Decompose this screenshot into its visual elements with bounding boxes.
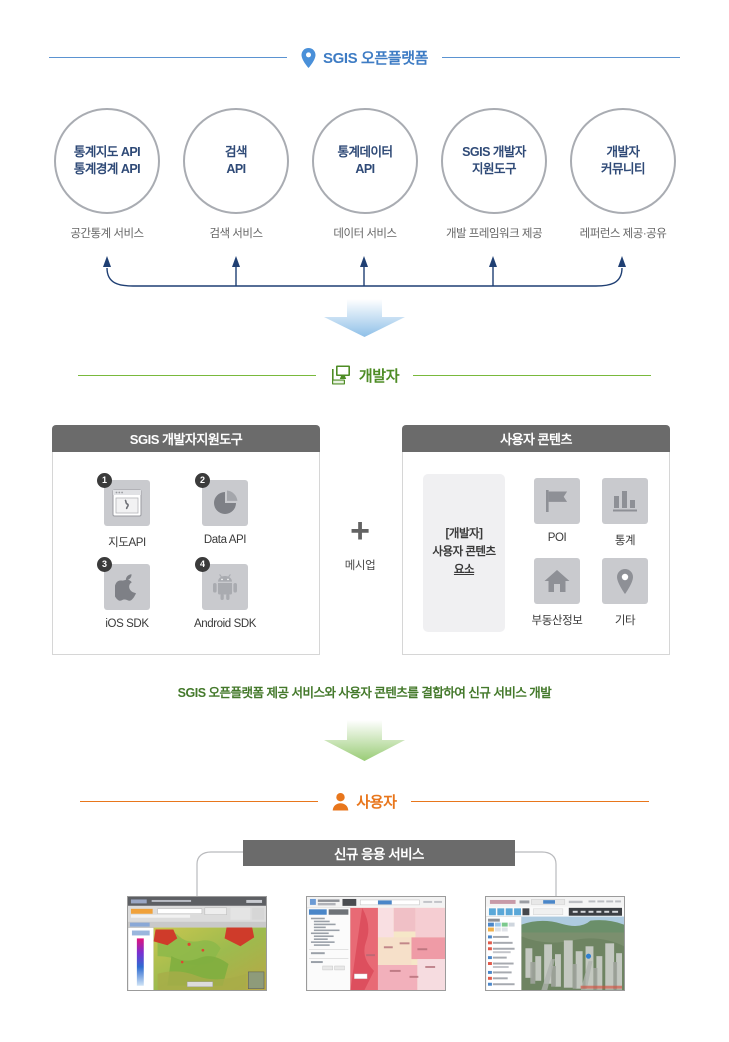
- combination-note: SGIS 오픈플랫폼 제공 서비스와 사용자 콘텐츠를 결합하여 신규 서비스 …: [177, 686, 552, 700]
- home-icon: [534, 558, 580, 604]
- service-circle-row: 통계지도 API 통계경계 API 공간통계 서비스 검색 API 검색 서비스…: [0, 108, 729, 258]
- developer-content-element-box: [개발자] 사용자 콘텐츠 요소: [423, 474, 505, 632]
- pie-chart-icon: 2: [195, 473, 248, 526]
- circle-outline-4: 개발자 커뮤니티: [570, 108, 676, 214]
- computer-desktop-icon: [330, 364, 352, 386]
- service-circle-2[interactable]: 통계데이터 API 데이터 서비스: [307, 108, 423, 241]
- content-tile-2[interactable]: 부동산정보: [519, 558, 595, 628]
- circle-caption-4: 레퍼런스 제공·공유: [579, 228, 667, 240]
- user-content-panel-title: 사용자 콘텐츠: [402, 425, 670, 452]
- map-window-icon: 1: [97, 473, 150, 526]
- devtool-tile-3[interactable]: 4 Android SDK: [187, 557, 263, 630]
- flow-arrow-blue: [322, 297, 407, 344]
- location-marker-icon: [602, 558, 648, 604]
- person-icon: [332, 792, 349, 811]
- circle-outline-0: 통계지도 API 통계경계 API: [54, 108, 160, 214]
- devtools-panel-title: SGIS 개발자지원도구: [52, 425, 320, 452]
- devtool-tile-2[interactable]: 3 iOS SDK: [89, 557, 165, 630]
- section-label-user: 사용자: [356, 794, 397, 811]
- user-content-panel: 사용자 콘텐츠 [개발자] 사용자 콘텐츠 요소 POI: [402, 425, 670, 655]
- new-service-connector: [0, 840, 729, 910]
- thematic-map-app-screenshot[interactable]: [127, 896, 267, 991]
- devtool-tile-1[interactable]: 2 Data API: [187, 473, 263, 546]
- content-tile-3[interactable]: 기타: [587, 558, 663, 628]
- three-d-city-view-app-screenshot[interactable]: [485, 896, 625, 991]
- content-tile-0[interactable]: POI: [519, 478, 595, 544]
- header-center-user: 사용자: [318, 791, 410, 812]
- service-circle-0[interactable]: 통계지도 API 통계경계 API 공간통계 서비스: [49, 108, 165, 241]
- plus-icon: +: [350, 512, 370, 550]
- section-label-platform: SGIS 오픈플랫폼: [322, 50, 428, 67]
- map-pin-icon: [301, 47, 316, 68]
- header-rule-right-user: [410, 801, 649, 802]
- tile-badge-3: 3: [97, 557, 112, 572]
- devtool-label-3: Android SDK: [193, 618, 257, 630]
- devtools-panel: SGIS 개발자지원도구 1 지도API 2: [52, 425, 320, 655]
- header-rule-left-user: [80, 801, 319, 802]
- tile-badge-2: 2: [195, 473, 210, 488]
- developer-content-element-text: [개발자] 사용자 콘텐츠 요소: [432, 528, 496, 576]
- header-rule-left: [48, 57, 287, 58]
- circle-text-3: SGIS 개발자 지원도구: [462, 145, 526, 176]
- circle-outline-2: 통계데이터 API: [312, 108, 418, 214]
- circle-caption-1: 검색 서비스: [209, 228, 263, 240]
- circle-outline-1: 검색 API: [183, 108, 289, 214]
- header-rule-right-dev: [413, 374, 652, 376]
- tile-badge-4: 4: [195, 557, 210, 572]
- content-label-1: 통계: [614, 535, 636, 547]
- devtool-tile-0[interactable]: 1 지도API: [89, 473, 165, 550]
- section-header-developer: 개발자: [0, 364, 729, 386]
- circle-caption-3: 개발 프레임워크 제공: [445, 228, 543, 240]
- service-circle-3[interactable]: SGIS 개발자 지원도구 개발 프레임워크 제공: [436, 108, 552, 241]
- content-tile-1[interactable]: 통계: [587, 478, 663, 548]
- bar-chart-icon: [602, 478, 648, 524]
- android-icon: 4: [195, 557, 248, 610]
- circle-outline-3: SGIS 개발자 지원도구: [441, 108, 547, 214]
- circle-caption-0: 공간통계 서비스: [70, 228, 144, 240]
- mashup-label: 메시업: [344, 560, 376, 572]
- service-connector-arrows: [0, 248, 729, 290]
- section-header-platform: SGIS 오픈플랫폼: [0, 47, 729, 68]
- header-center-developer: 개발자: [316, 364, 413, 386]
- service-circle-4[interactable]: 개발자 커뮤니티 레퍼런스 제공·공유: [565, 108, 681, 241]
- tile-badge-1: 1: [97, 473, 112, 488]
- header-rule-right: [442, 57, 680, 58]
- user-content-panel-body: [개발자] 사용자 콘텐츠 요소 POI: [402, 452, 670, 655]
- flag-icon: [534, 478, 580, 524]
- devtool-label-0: 지도API: [108, 537, 146, 549]
- devtools-panel-body: 1 지도API 2 Dat: [52, 452, 320, 655]
- circle-text-2: 통계데이터 API: [337, 145, 393, 176]
- section-header-user: 사용자: [0, 791, 729, 812]
- circle-caption-2: 데이터 서비스: [333, 228, 397, 240]
- header-rule-left-dev: [77, 374, 316, 376]
- new-service-title: 신규 응용 서비스: [243, 840, 515, 866]
- content-label-3: 기타: [614, 615, 636, 627]
- circle-text-1: 검색 API: [224, 145, 248, 176]
- devtool-label-2: iOS SDK: [105, 618, 149, 630]
- circle-text-4: 개발자 커뮤니티: [600, 145, 646, 176]
- circle-text-0: 통계지도 API 통계경계 API: [73, 145, 141, 176]
- service-circle-1[interactable]: 검색 API 검색 서비스: [178, 108, 294, 241]
- mashup-indicator: + 메시업: [330, 512, 390, 573]
- content-label-0: POI: [547, 532, 567, 544]
- apple-icon: 3: [97, 557, 150, 610]
- devtool-label-1: Data API: [203, 534, 247, 546]
- flow-arrow-green: [322, 718, 407, 768]
- section-label-developer: 개발자: [358, 367, 400, 385]
- content-label-2: 부동산정보: [531, 615, 583, 627]
- population-choropleth-app-screenshot[interactable]: [306, 896, 446, 991]
- header-center-platform: SGIS 오픈플랫폼: [287, 47, 442, 68]
